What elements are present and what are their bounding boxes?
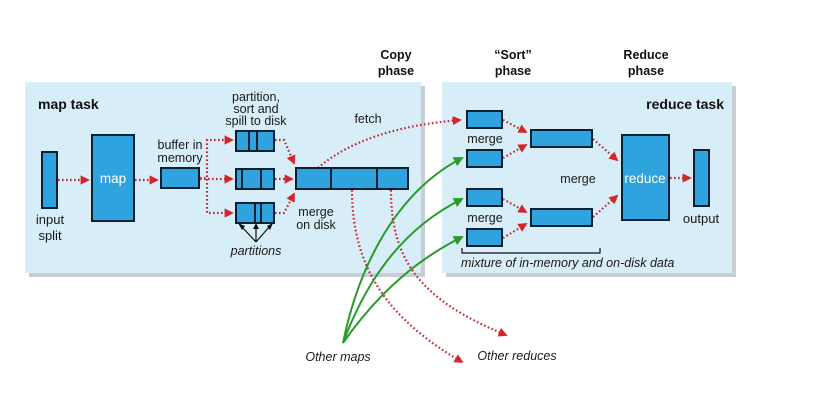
partition-pointers — [238, 223, 273, 243]
input-split-box — [41, 151, 58, 209]
phase-reduce: Reduce phase — [623, 48, 668, 78]
arrow-to-other-reduces-2 — [389, 189, 508, 337]
other-maps-arrows — [342, 157, 464, 344]
output-label: output — [683, 211, 720, 226]
spill-file-3 — [235, 202, 275, 224]
buffer-label-2: memory — [157, 151, 203, 165]
mixture-bracket — [461, 248, 601, 254]
arrow-other-map-3 — [342, 236, 464, 344]
spill-file-2 — [235, 168, 275, 190]
phase-copy: Copy phase — [378, 48, 414, 78]
arrow-other-map-1 — [342, 157, 464, 344]
reduce-input-box-2 — [466, 149, 503, 168]
merge-on-disk-label-1: merge — [298, 205, 333, 219]
merge-on-disk-label-2: on disk — [296, 218, 336, 232]
buffer-label-1: buffer in — [158, 138, 203, 152]
arrow-merge-a1 — [502, 119, 528, 133]
arrow-buffer-to-spill-1 — [200, 135, 234, 180]
arrow-merge-a2 — [502, 144, 528, 159]
svg-text:phase: phase — [495, 64, 531, 78]
mixture-label: mixture of in-memory and on-disk data — [461, 256, 674, 270]
reduce-box — [621, 134, 670, 221]
arrow-fetch — [317, 116, 462, 169]
fetch-label: fetch — [354, 112, 381, 126]
map-box — [91, 134, 135, 222]
spill-file-1 — [235, 130, 275, 152]
arrow-to-other-reduces-1 — [350, 189, 464, 363]
arrow-to-reduce-1 — [592, 138, 619, 162]
reduce-input-box-4 — [466, 228, 503, 247]
spill-label-2: sort and — [233, 102, 278, 116]
map-side-arrows — [58, 116, 508, 363]
arrow-to-reduce-2 — [592, 194, 619, 218]
arrow-merge-b1 — [502, 198, 528, 213]
input-split-label-2: split — [38, 228, 62, 243]
input-split-label-1: input — [36, 212, 65, 227]
output-box — [693, 149, 710, 207]
reduce-input-box-3 — [466, 188, 503, 207]
reduce-task-title: reduce task — [646, 96, 724, 112]
arrow-spill-3-to-merge — [275, 192, 295, 215]
arrow-spill-1-to-merge — [275, 138, 296, 165]
spill-label-3: spill to disk — [225, 114, 287, 128]
merge-top-label: merge — [467, 132, 502, 146]
svg-text:phase: phase — [378, 64, 414, 78]
other-reduces-label: Other reduces — [477, 349, 556, 363]
svg-text:phase: phase — [628, 64, 664, 78]
merged-segment-box-2 — [530, 208, 593, 227]
map-box-label: map — [100, 171, 126, 186]
merged-segment-box-1 — [530, 129, 593, 148]
other-maps-label: Other maps — [305, 350, 370, 364]
reduce-box-label: reduce — [624, 171, 665, 186]
spill-label-1: partition, — [232, 90, 280, 104]
reduce-side-arrows — [502, 119, 692, 239]
arrow-merge-b2 — [502, 223, 528, 239]
partitions-label: partitions — [230, 244, 282, 258]
svg-text:“Sort”: “Sort” — [494, 48, 532, 62]
merge-middle-label: merge — [560, 172, 595, 186]
svg-text:Copy: Copy — [380, 48, 411, 62]
map-task-title: map task — [38, 96, 99, 112]
merged-map-output — [295, 167, 409, 190]
merge-bottom-label: merge — [467, 211, 502, 225]
buffer-in-memory-box — [160, 167, 200, 189]
phase-sort: “Sort” phase — [494, 48, 532, 78]
arrow-other-map-2 — [342, 198, 464, 344]
svg-text:Reduce: Reduce — [623, 48, 668, 62]
reduce-input-box-1 — [466, 110, 503, 129]
